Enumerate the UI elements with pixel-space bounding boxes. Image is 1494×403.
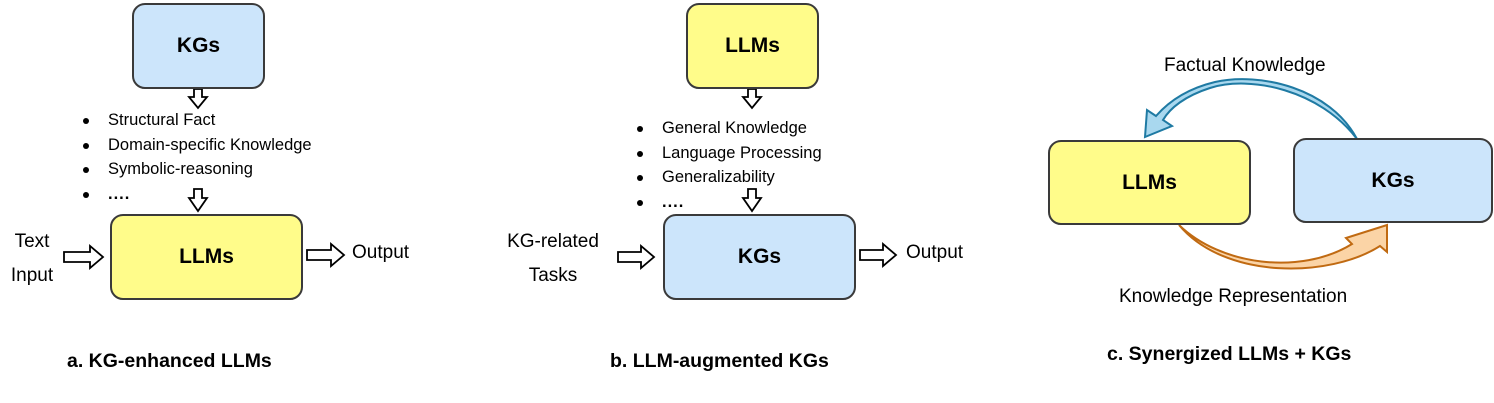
panel-b-bullet-list: General Knowledge Language Processing Ge… bbox=[634, 116, 822, 214]
panel-c-caption: c. Synergized LLMs + KGs bbox=[1107, 343, 1352, 365]
bullet-item: General Knowledge bbox=[634, 116, 822, 141]
box-label: LLMs bbox=[725, 34, 780, 57]
panel-a-kgs-box: KGs bbox=[132, 3, 265, 89]
box-label: KGs bbox=[1371, 168, 1415, 192]
right-arrow-icon bbox=[859, 242, 898, 268]
right-arrow-icon bbox=[63, 244, 105, 270]
bullet-item: Symbolic-reasoning bbox=[80, 157, 312, 182]
box-label: KGs bbox=[176, 34, 221, 57]
knowledge-representation-arrow-icon bbox=[1178, 223, 1388, 270]
panel-a-llms-box: LLMs bbox=[110, 214, 303, 300]
factual-knowledge-arrow-icon bbox=[1143, 78, 1358, 140]
down-arrow-icon bbox=[741, 188, 763, 213]
panel-b-input-label: KG-related Tasks bbox=[507, 231, 599, 286]
right-arrow-icon bbox=[306, 242, 346, 268]
box-label: KGs bbox=[737, 245, 782, 268]
panel-a-output-label: Output bbox=[352, 242, 410, 263]
box-label: LLMs bbox=[179, 245, 234, 268]
bullet-item: Structural Fact bbox=[80, 108, 312, 133]
panel-c-llms-box: LLMs bbox=[1048, 140, 1251, 225]
panel-b-llms-box: LLMs bbox=[686, 3, 819, 89]
bullet-item: Domain-specific Knowledge bbox=[80, 133, 312, 158]
box-label: LLMs bbox=[1122, 170, 1177, 194]
bullet-item: Language Processing bbox=[634, 141, 822, 166]
panel-a-caption: a. KG-enhanced LLMs bbox=[67, 350, 272, 372]
down-arrow-icon bbox=[741, 88, 763, 110]
bullet-item: .... bbox=[634, 190, 822, 215]
bullet-item: .... bbox=[80, 182, 312, 207]
down-arrow-icon bbox=[187, 88, 209, 110]
panel-b-caption: b. LLM-augmented KGs bbox=[610, 350, 829, 372]
bullet-item: Generalizability bbox=[634, 165, 822, 190]
panel-b-output-label: Output bbox=[906, 242, 964, 263]
panel-a-input-label: Text Input bbox=[10, 231, 54, 286]
knowledge-representation-label: Knowledge Representation bbox=[1119, 286, 1348, 307]
panel-a-bullet-list: Structural Fact Domain-specific Knowledg… bbox=[80, 108, 312, 206]
panel-b-kgs-box: KGs bbox=[663, 214, 856, 300]
panel-c-kgs-box: KGs bbox=[1293, 138, 1493, 223]
factual-knowledge-label: Factual Knowledge bbox=[1164, 55, 1326, 76]
down-arrow-icon bbox=[187, 188, 209, 213]
right-arrow-icon bbox=[617, 244, 656, 270]
